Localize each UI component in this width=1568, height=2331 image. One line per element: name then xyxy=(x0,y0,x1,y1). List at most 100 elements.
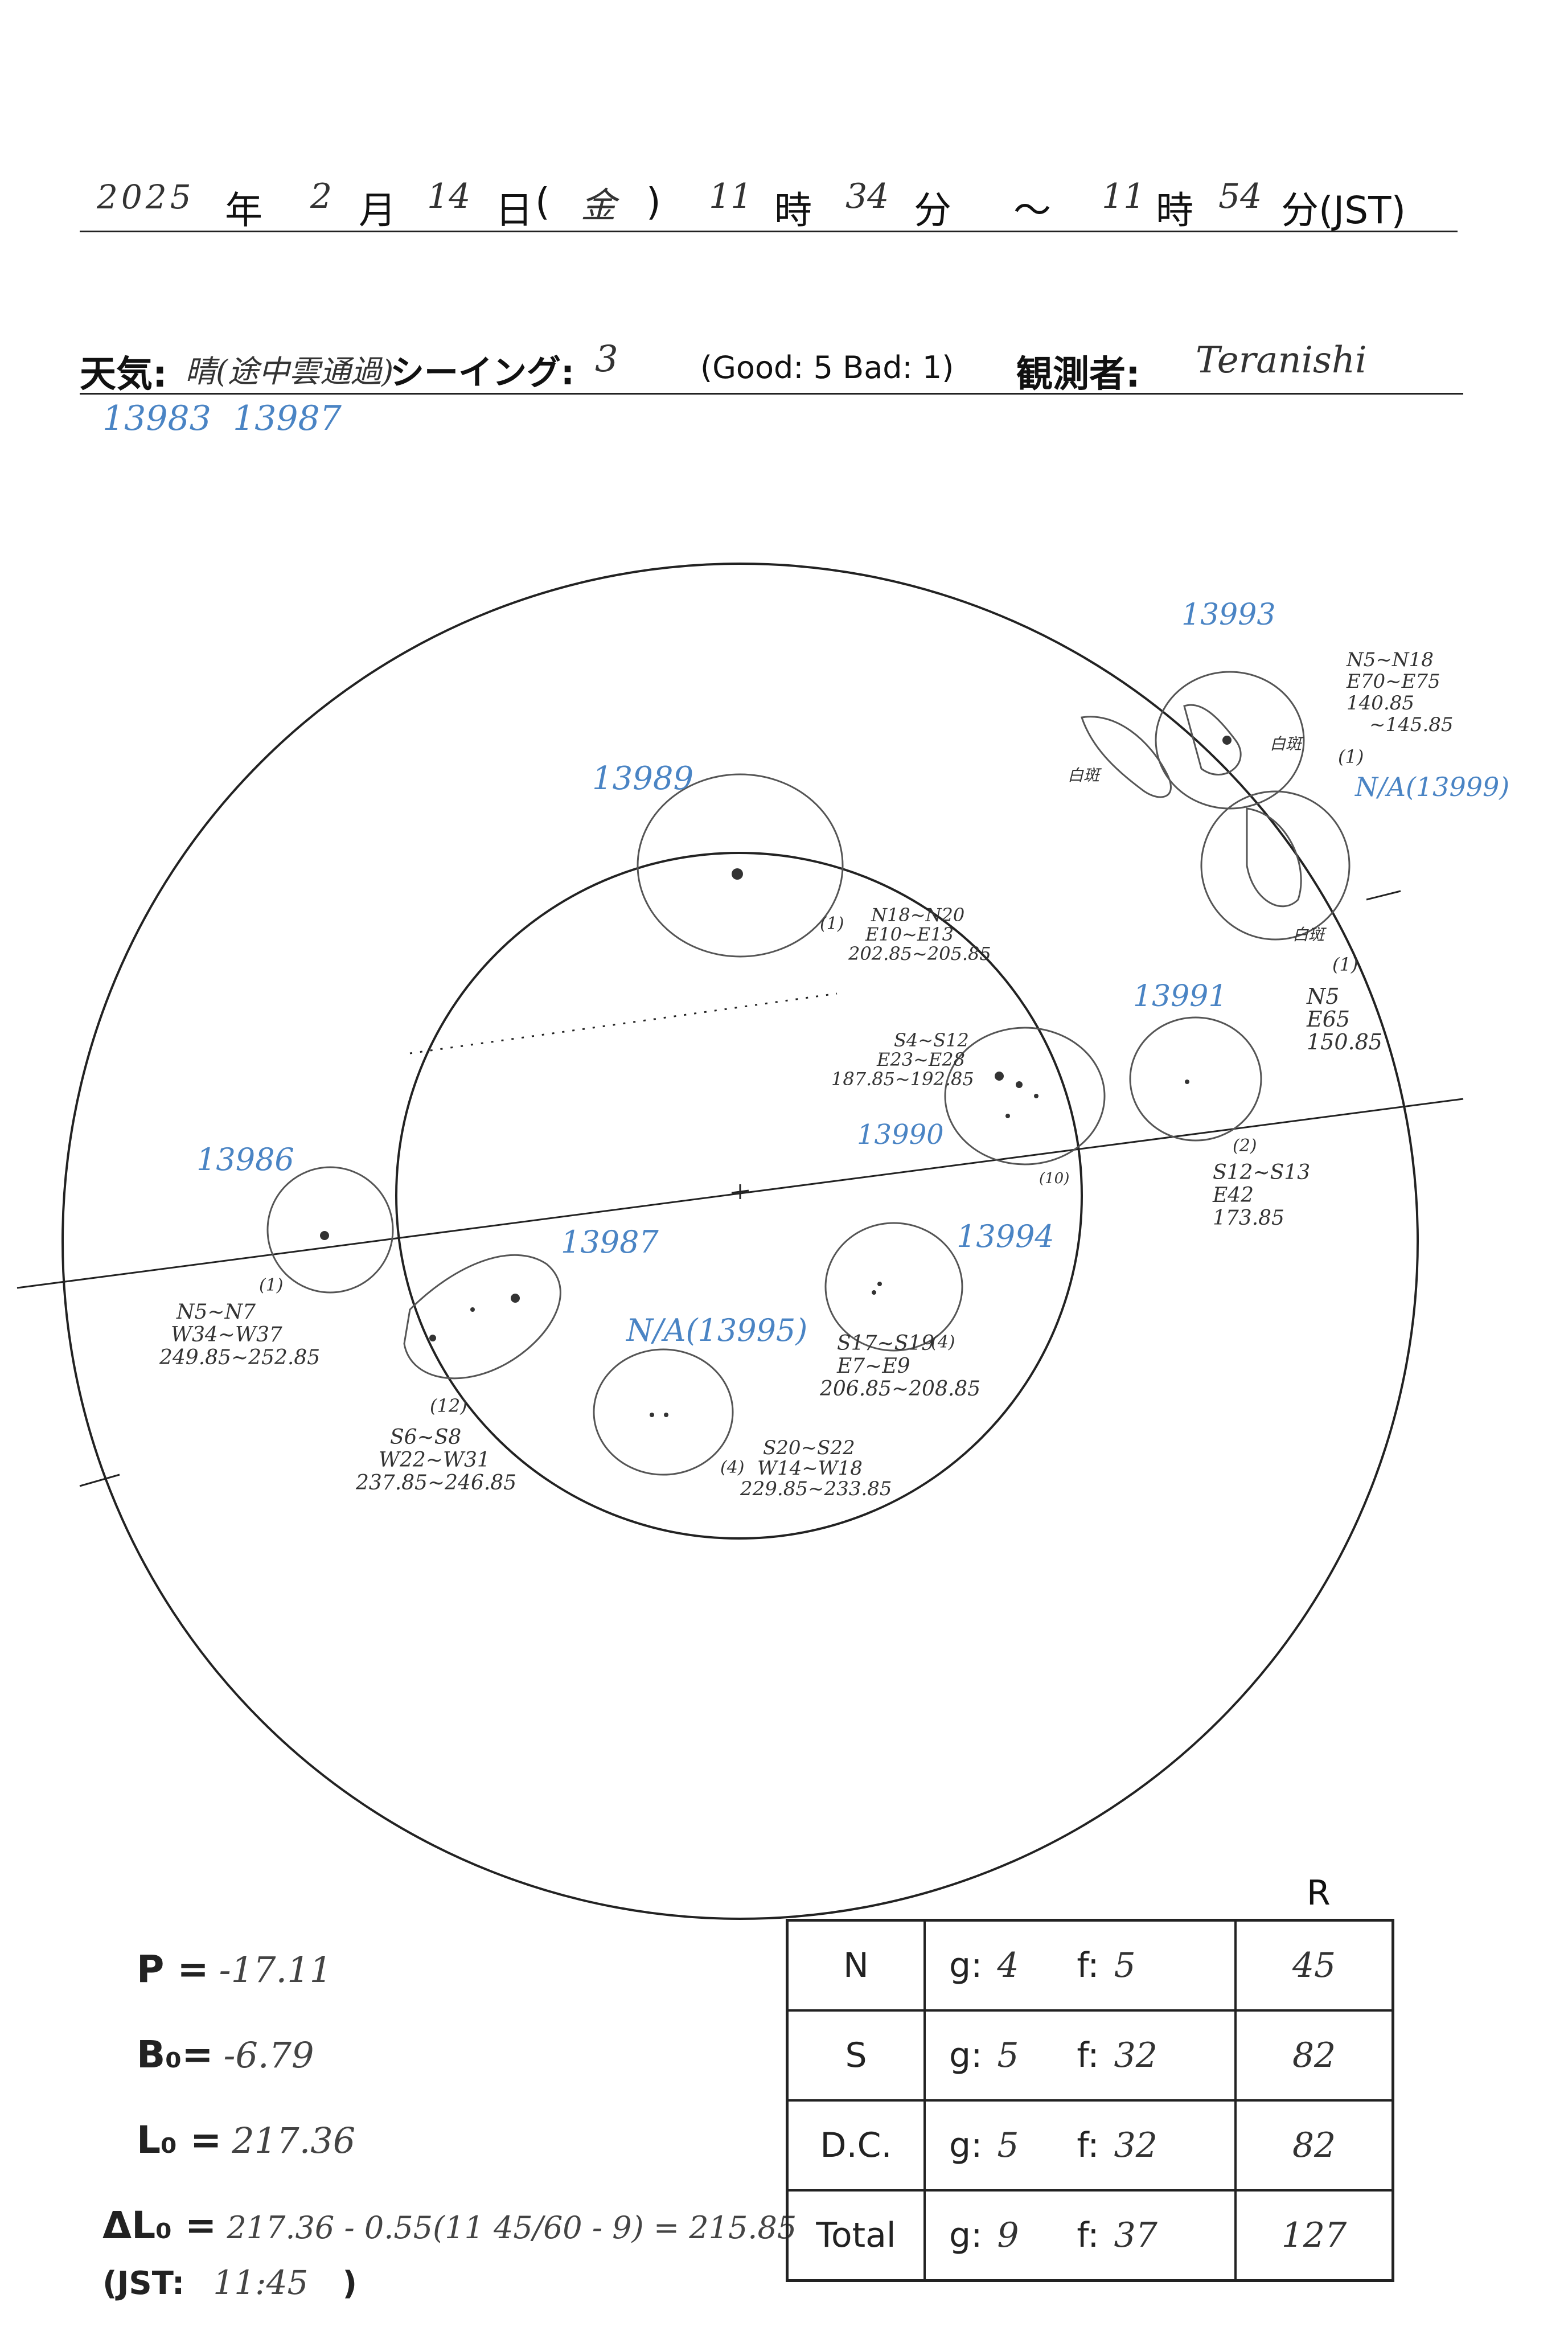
group-13990-count: (10) xyxy=(1039,1170,1070,1187)
spot-13995-a xyxy=(650,1413,654,1417)
start-hour-unit: 時 xyxy=(774,188,812,232)
weekday-open: ( xyxy=(535,180,550,224)
row-label: S xyxy=(786,2009,926,2102)
param-p-label: P = xyxy=(137,1947,209,1991)
group-13986-circle xyxy=(266,1166,394,1294)
note-line: W14~W18 xyxy=(757,1457,863,1480)
note-line: E42 xyxy=(1213,1184,1254,1207)
r-value: 82 xyxy=(1234,2099,1394,2192)
end-minute-value: 54 xyxy=(1218,177,1262,216)
spot-13994-a xyxy=(877,1282,882,1286)
group-13994-circle xyxy=(824,1222,963,1352)
day-unit: 日 xyxy=(495,188,533,232)
f-value: 37 xyxy=(1114,2215,1157,2255)
conditions-row: 天気: 晴(途中雲通過) シーイング: 3 (Good: 5 Bad: 1) 観… xyxy=(80,336,1463,396)
axis-tick-right xyxy=(1366,890,1401,901)
note-line: 229.85~233.85 xyxy=(740,1478,892,1500)
param-jst-close: ) xyxy=(342,2265,358,2302)
note-line: 249.85~252.85 xyxy=(159,1346,321,1369)
note-line: N5~N7 xyxy=(176,1300,256,1324)
start-minute-unit: 分 xyxy=(914,188,951,232)
group-13987-count: (12) xyxy=(430,1395,467,1417)
spot-13990-d xyxy=(1005,1114,1010,1118)
param-p-value: -17.11 xyxy=(219,1949,333,1991)
group-13990-id: 13990 xyxy=(857,1119,944,1151)
outer-disk-circle xyxy=(61,563,1419,1920)
note-line: W34~W37 xyxy=(171,1323,282,1347)
group-13999-notes: N5 E65 150.85 xyxy=(1307,985,1382,1053)
weather-label: 天気: xyxy=(80,354,167,396)
param-delta-l0: ΔL₀ = 217.36 - 0.55(11 45/60 - 9) = 215.8… xyxy=(102,2203,797,2247)
g-value: 5 xyxy=(997,2125,1019,2165)
f-label: f: xyxy=(1077,1946,1099,1985)
r-value: 82 xyxy=(1234,2009,1394,2102)
row-label: D.C. xyxy=(786,2099,926,2192)
end-minute-unit: 分(JST) xyxy=(1281,188,1406,232)
group-13989-circle xyxy=(637,773,844,958)
group-13993-facula-label: 白斑 xyxy=(1270,734,1302,753)
note-line: N5~N18 xyxy=(1347,649,1434,671)
observer-value: Teranishi xyxy=(1196,339,1367,381)
note-line: W22~W31 xyxy=(379,1448,490,1472)
note-line: E10~E13 xyxy=(865,924,954,945)
spot-13989 xyxy=(732,868,743,880)
time-range-tilde: ～ xyxy=(1013,188,1051,232)
observation-date-row: 2025 年 2 月 14 日 ( 金 ) 11 時 34 分 ～ 11 時 5… xyxy=(80,171,1458,239)
top-group-note: 13983 13987 xyxy=(102,399,342,438)
r-column-header: R xyxy=(1307,1873,1331,1913)
note-line: 237.85~246.85 xyxy=(356,1471,517,1495)
note-line: 150.85 xyxy=(1307,1029,1382,1054)
param-l0-label: L₀ = xyxy=(137,2118,222,2162)
group-13994-notes: S17~S19 E7~E9 206.85~208.85 xyxy=(820,1332,980,1401)
note-line: S4~S12 xyxy=(894,1029,969,1051)
note-line: 187.85~192.85 xyxy=(831,1068,974,1090)
note-line: ~145.85 xyxy=(1369,713,1454,736)
group-13999-id: N/A(13999) xyxy=(1355,771,1510,802)
g-value: 9 xyxy=(997,2215,1019,2255)
end-hour-value: 11 xyxy=(1102,177,1146,216)
note-line: 140.85 xyxy=(1347,692,1414,715)
group-13989-count: (1) xyxy=(820,914,844,934)
param-delta-l0-value: 217.36 - 0.55(11 45/60 - 9) = 215.85 xyxy=(227,2210,797,2246)
spot-13986 xyxy=(320,1231,329,1240)
spot-13987-c xyxy=(470,1307,475,1312)
note-line: S20~S22 xyxy=(763,1437,855,1459)
date-row-underline xyxy=(80,231,1458,232)
note-line: E7~E9 xyxy=(837,1355,910,1378)
param-jst: (JST:11:45) xyxy=(102,2263,357,2302)
group-13999-facula xyxy=(1246,807,1302,908)
group-13993-notes: N5~N18 E70~E75 140.85 ~145.85 xyxy=(1347,649,1453,736)
note-line: 202.85~205.85 xyxy=(848,943,991,965)
day-value: 14 xyxy=(427,177,471,216)
g-value: 5 xyxy=(997,2035,1019,2075)
note-line: E70~E75 xyxy=(1347,670,1440,693)
note-line: S17~S19 xyxy=(837,1332,935,1355)
group-13993-circle xyxy=(1155,671,1305,810)
note-line: N18~N20 xyxy=(871,904,965,926)
f-value: 32 xyxy=(1114,2125,1157,2165)
group-13995-id: N/A(13995) xyxy=(626,1312,808,1348)
f-value: 5 xyxy=(1114,1946,1136,1985)
row-label: N xyxy=(786,1919,926,2012)
seeing-label: シーイング: xyxy=(390,353,574,393)
note-line: 206.85~208.85 xyxy=(820,1377,981,1401)
spot-13987-a xyxy=(511,1294,520,1303)
group-13999-facula-label: 白斑 xyxy=(1292,925,1325,944)
note-line: E65 xyxy=(1307,1007,1351,1032)
param-delta-l0-label: ΔL₀ = xyxy=(102,2203,217,2247)
weather-value: 晴(途中雲通過) xyxy=(185,354,394,389)
note-line: S12~S13 xyxy=(1213,1161,1311,1184)
param-b0-value: -6.79 xyxy=(223,2034,314,2076)
group-13987-id: 13987 xyxy=(561,1224,659,1260)
param-l0-value: 217.36 xyxy=(232,2120,356,2161)
f-label: f: xyxy=(1077,2125,1099,2165)
group-13991-count: (2) xyxy=(1233,1136,1257,1156)
group-13994-count: (4) xyxy=(931,1332,955,1352)
